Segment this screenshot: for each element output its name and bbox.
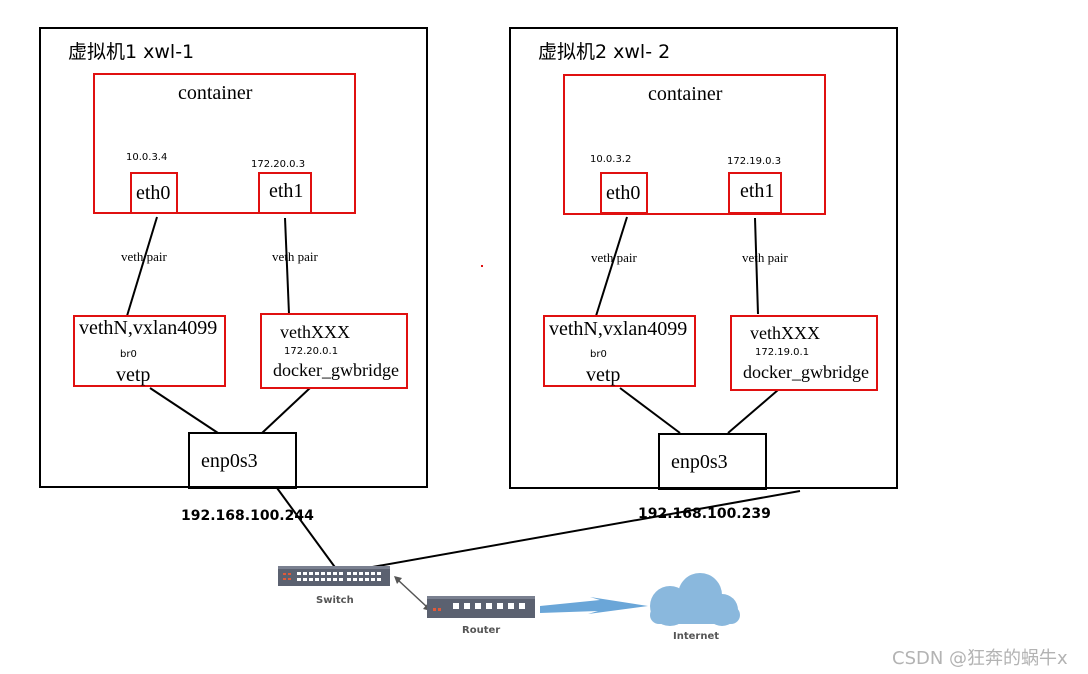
vm1-vxlan-label: vethN,vxlan4099 [79, 317, 218, 339]
vm2-br0-label: br0 [590, 349, 607, 360]
vm1-eth0-box [130, 172, 178, 214]
vm2-vethxxx-label: vethXXX [750, 323, 820, 343]
vm1-br0-label: br0 [120, 349, 137, 360]
vm1-title: 虚拟机1 xwl-1 [68, 41, 195, 63]
vm2-container-label: container [648, 83, 723, 105]
vm2-gwbridge-ip: 172.19.0.1 [755, 347, 810, 358]
switch-icon [278, 566, 390, 586]
vm2-gwbridge-label: docker_gwbridge [743, 362, 869, 382]
switch-router-link [397, 579, 428, 608]
vm2-eth1-box [728, 172, 782, 214]
vm1-vethxxx-label: vethXXX [280, 322, 350, 342]
vm1-eth0-ip: 10.0.3.4 [126, 152, 168, 163]
stray-dot [481, 265, 483, 267]
vm1-eth1-label: eth1 [269, 180, 304, 202]
internet-link-icon [540, 597, 648, 614]
vm1-container-label: container [178, 82, 253, 104]
switch-label: Switch [316, 595, 354, 606]
vm1-nic-to-switch [276, 487, 338, 571]
vm1-gwbridge-ip: 172.20.0.1 [284, 346, 339, 357]
vm2-title: 虚拟机2 xwl- 2 [538, 41, 671, 63]
router-label: Router [462, 625, 501, 636]
vm1-gwbridge-to-nic [261, 387, 311, 434]
vm1-gwbridge-box [260, 313, 408, 389]
vm2-eth1-label: eth1 [740, 180, 775, 202]
vm2-vetp-to-nic [619, 387, 681, 434]
vm2-nic-label: enp0s3 [671, 451, 728, 473]
vm1-eth1-ip: 172.20.0.3 [251, 159, 306, 170]
vm1-nic-label: enp0s3 [201, 450, 258, 472]
vm1-vetp-label: vetp [116, 364, 151, 386]
vm1-eth1-box [258, 172, 312, 214]
router-icon [427, 596, 535, 618]
vm2-nic-to-switch [349, 490, 801, 572]
vm2-veth-link-left [595, 216, 628, 317]
vm1-veth-link-right [284, 217, 290, 315]
internet-label: Internet [673, 631, 720, 642]
vm1-gwbridge-label: docker_gwbridge [273, 360, 399, 380]
vm2-veth-link-right [754, 217, 759, 315]
vm2-vetp-label: vetp [586, 364, 621, 386]
vm2-nic-ip: 192.168.100.239 [638, 506, 771, 522]
vm2-gwbridge-to-nic [727, 389, 779, 434]
vm1-vxlan-box [73, 315, 226, 387]
vm2-container-box [563, 74, 826, 215]
vm2-veth-pair-left: veth pair [591, 250, 637, 265]
cloud-icon [650, 573, 740, 626]
vm2-eth0-ip: 10.0.3.2 [590, 154, 632, 165]
vm2-gwbridge-box [730, 315, 878, 391]
vm1-container-box [93, 73, 356, 214]
vm1-veth-link-left [126, 216, 158, 317]
vm1-nic-ip: 192.168.100.244 [181, 508, 314, 524]
vm1-vetp-to-nic [149, 387, 219, 434]
vm2-eth1-ip: 172.19.0.3 [727, 156, 782, 167]
vm1-nic-box [188, 432, 297, 489]
vm2-veth-pair-right: veth pair [742, 250, 788, 265]
vm2-nic-box [658, 433, 767, 490]
vm1-eth0-label: eth0 [136, 182, 171, 204]
watermark: CSDN @狂奔的蜗牛x [892, 648, 1068, 669]
arrowhead-up [394, 576, 402, 584]
vm2-eth0-box [600, 172, 648, 214]
vm2-eth0-label: eth0 [606, 182, 641, 204]
vm2-vxlan-box [543, 315, 696, 387]
vm1-veth-pair-right: veth pair [272, 249, 318, 264]
vm2-vxlan-label: vethN,vxlan4099 [549, 318, 688, 340]
vm1-veth-pair-left: veth pair [121, 249, 167, 264]
